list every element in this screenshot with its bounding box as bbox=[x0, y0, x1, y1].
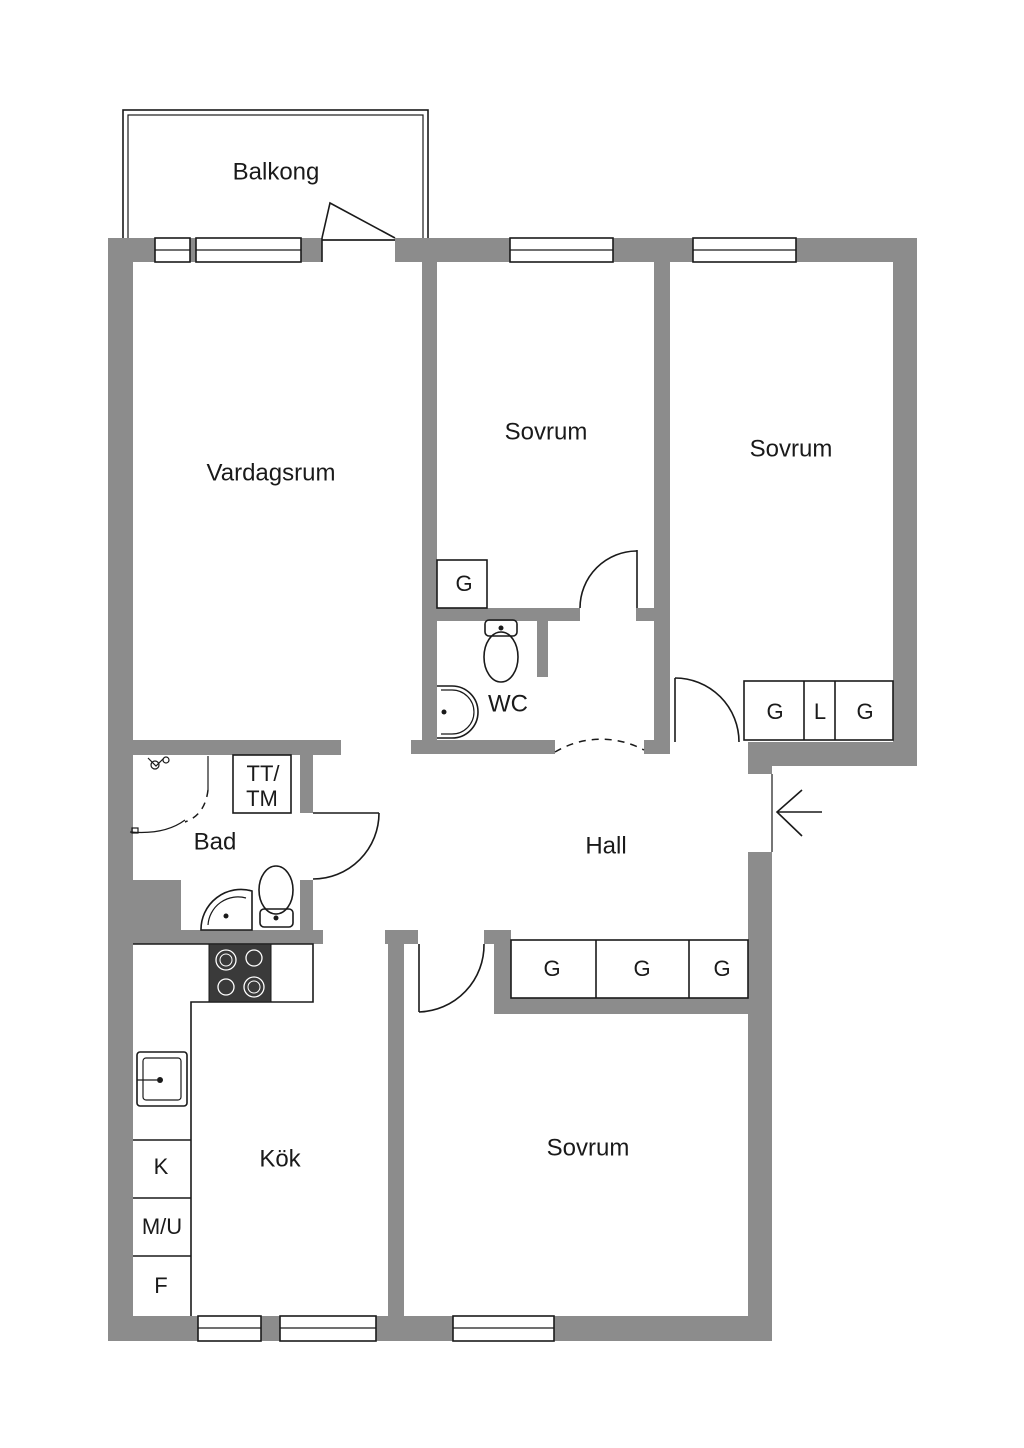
sink-icon bbox=[136, 1051, 188, 1107]
doors bbox=[312, 201, 773, 1013]
room-label-kitchen: Kök bbox=[259, 1145, 301, 1172]
stove-icon bbox=[208, 943, 272, 1003]
wc-door bbox=[554, 738, 645, 753]
room-label-balcony: Balkong bbox=[233, 158, 320, 185]
microwave-oven-label: M/U bbox=[142, 1214, 182, 1239]
wardrobe-label: G bbox=[455, 571, 472, 596]
toilet-icon bbox=[258, 865, 294, 928]
washer-dryer: TT/ TM bbox=[232, 754, 292, 814]
room-label-bedroom: Sovrum bbox=[547, 1134, 630, 1161]
room-label-living-room: Vardagsrum bbox=[207, 459, 336, 486]
window bbox=[195, 237, 302, 263]
window bbox=[197, 1315, 262, 1342]
washbasin-icon bbox=[437, 685, 479, 739]
room-label-hall: Hall bbox=[585, 832, 626, 859]
window bbox=[509, 237, 614, 263]
room-label-bath: Bad bbox=[194, 828, 237, 855]
linen-closet-label: L bbox=[814, 699, 826, 724]
window bbox=[154, 237, 191, 263]
bedroom-door bbox=[418, 943, 485, 1013]
bedroom-door bbox=[674, 677, 740, 743]
washbasin-icon bbox=[200, 888, 253, 931]
bath-door bbox=[312, 812, 380, 880]
wardrobe-group: G G G bbox=[510, 939, 749, 999]
entrance-arrow-icon bbox=[775, 789, 822, 837]
exterior-walls bbox=[108, 238, 917, 1341]
wardrobe-label: G bbox=[543, 956, 560, 981]
shower-icon bbox=[129, 756, 209, 834]
wardrobe-label: G bbox=[856, 699, 873, 724]
interior-walls bbox=[133, 262, 748, 1316]
washer-dryer-label-line2: TM bbox=[246, 786, 278, 811]
freezer-label: F bbox=[154, 1273, 167, 1298]
window bbox=[692, 237, 797, 263]
window bbox=[279, 1315, 377, 1342]
wardrobe-label: G bbox=[713, 956, 730, 981]
wardrobe-label: G bbox=[766, 699, 783, 724]
windows bbox=[154, 237, 797, 1342]
washer-dryer-label-line1: TT/ bbox=[247, 761, 281, 786]
wardrobe-label: G bbox=[633, 956, 650, 981]
room-label-bedroom: Sovrum bbox=[505, 418, 588, 445]
bedroom-door bbox=[579, 550, 638, 609]
balcony-door bbox=[321, 201, 396, 262]
window bbox=[452, 1315, 555, 1342]
room-label-wc: WC bbox=[488, 690, 528, 717]
wardrobe-group: G L G bbox=[743, 680, 894, 741]
wardrobe: G bbox=[436, 559, 488, 609]
toilet-icon bbox=[483, 619, 519, 683]
fridge-label: K bbox=[154, 1154, 169, 1179]
room-label-bedroom: Sovrum bbox=[750, 435, 833, 462]
